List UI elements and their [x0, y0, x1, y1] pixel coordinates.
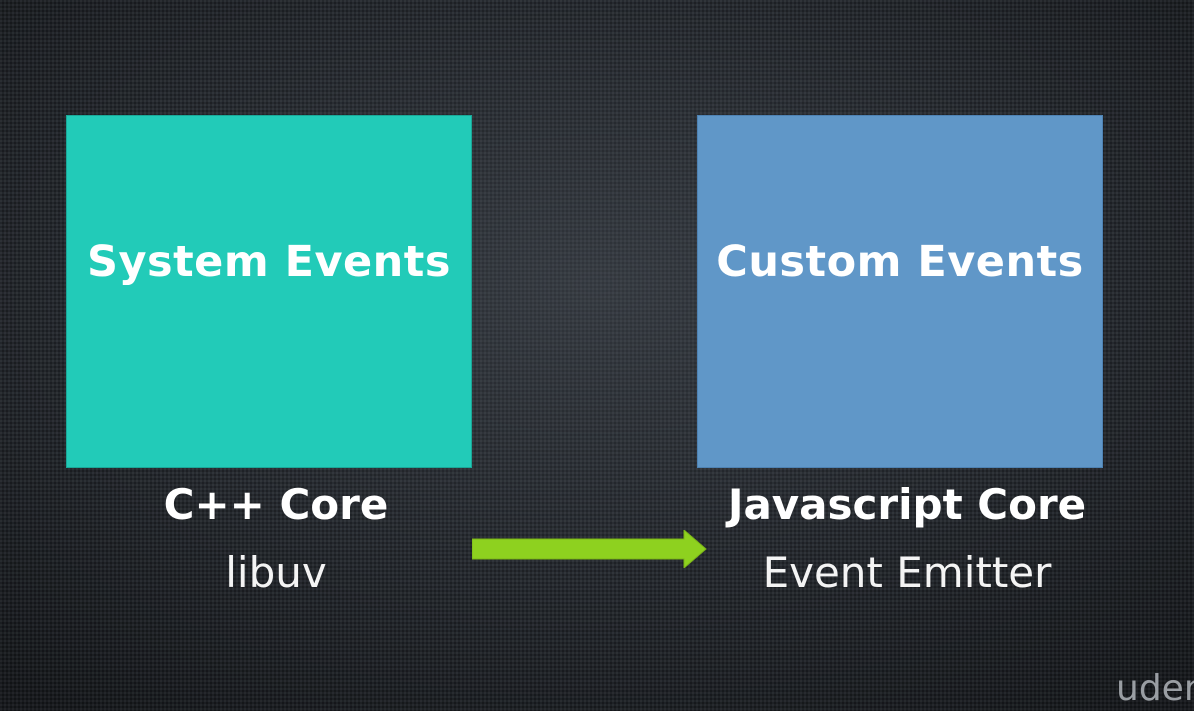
- javascript-core-label: Javascript Core: [727, 480, 1087, 529]
- custom-events-title: Custom Events: [716, 236, 1084, 287]
- cpp-core-label: C++ Core: [163, 480, 389, 529]
- system-events-title: System Events: [87, 236, 451, 287]
- event-emitter-label: Event Emitter: [762, 548, 1052, 597]
- right-arrow-icon: [472, 530, 707, 568]
- libuv-label: libuv: [225, 548, 327, 597]
- udemy-watermark: udem: [1116, 668, 1194, 709]
- system-events-box: System Events: [66, 115, 472, 468]
- custom-events-box: Custom Events: [697, 115, 1103, 468]
